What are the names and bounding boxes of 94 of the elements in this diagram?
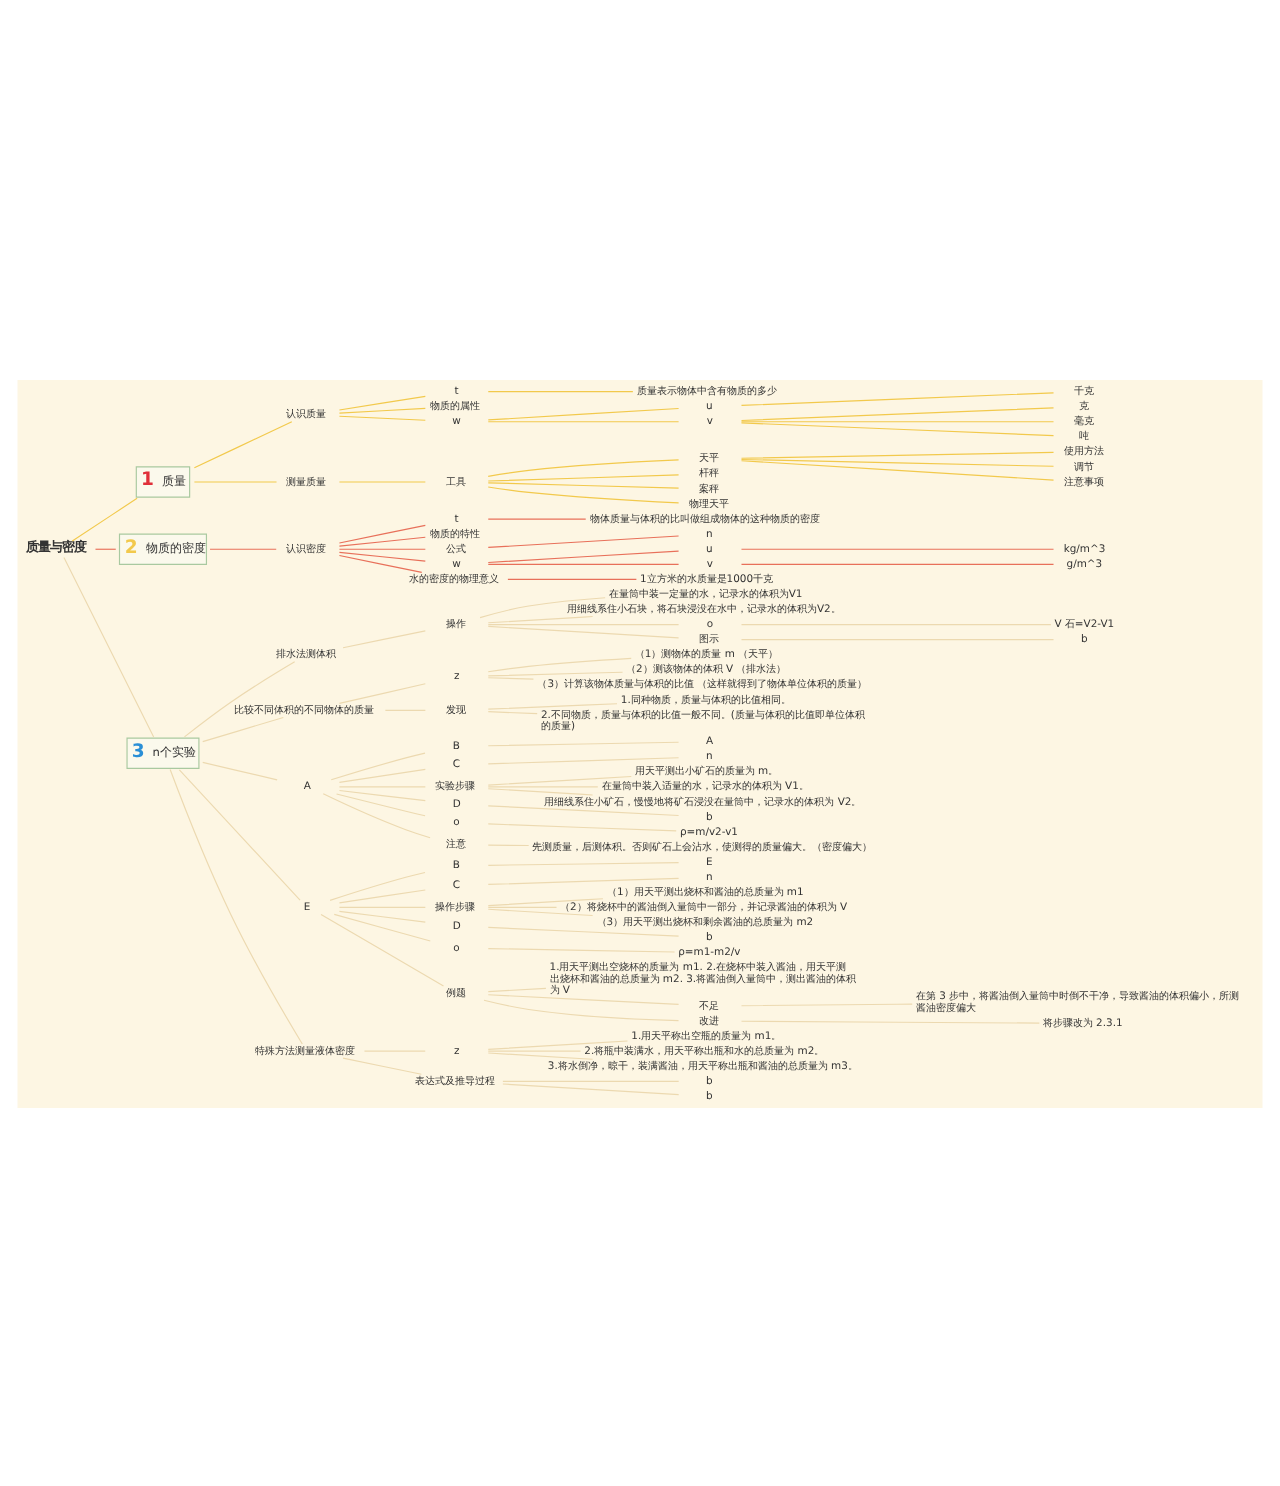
connector	[320, 912, 445, 986]
connector	[487, 473, 680, 481]
connector	[330, 751, 426, 780]
connector	[487, 614, 594, 623]
connector	[487, 861, 680, 865]
connector	[342, 1056, 422, 1074]
connector	[71, 496, 138, 541]
connector	[338, 547, 426, 549]
connector	[487, 986, 547, 992]
connector	[487, 406, 680, 420]
connector	[338, 480, 426, 482]
connector	[740, 457, 1055, 466]
connector	[487, 670, 624, 676]
connector	[487, 804, 680, 816]
connector	[338, 394, 426, 410]
connector	[322, 792, 431, 838]
connector	[487, 710, 538, 714]
connector	[338, 905, 426, 908]
connector	[740, 391, 1055, 406]
connector	[740, 1002, 913, 1006]
connector	[178, 768, 301, 900]
connector	[209, 547, 277, 549]
connector	[487, 517, 587, 519]
connector	[487, 562, 680, 564]
connector	[363, 1049, 426, 1051]
connector	[338, 406, 426, 413]
connector	[338, 550, 426, 561]
connector	[338, 909, 426, 922]
connector	[487, 756, 680, 764]
connector	[487, 623, 680, 625]
connector	[479, 596, 606, 618]
connector	[487, 774, 632, 785]
connector	[740, 547, 1055, 549]
connector	[487, 702, 618, 709]
connector	[338, 414, 426, 420]
connector	[487, 1049, 582, 1051]
connector	[487, 676, 534, 679]
connector	[338, 553, 423, 572]
connector	[487, 534, 680, 547]
connector	[740, 623, 1052, 625]
connector	[335, 792, 426, 816]
connector	[487, 925, 680, 936]
connector	[487, 907, 594, 916]
connector	[487, 947, 676, 952]
connector	[483, 998, 680, 1021]
connector	[202, 715, 284, 742]
connector	[487, 905, 558, 908]
connector	[342, 629, 426, 648]
connector	[338, 788, 426, 801]
connector	[329, 870, 426, 900]
connector	[487, 656, 632, 672]
connector	[338, 888, 426, 903]
connector	[338, 682, 426, 703]
connector	[487, 740, 680, 746]
connector	[333, 912, 431, 941]
connector	[740, 562, 1055, 564]
connector	[94, 547, 117, 549]
connector	[487, 1051, 594, 1059]
connector	[740, 1019, 1040, 1023]
connector	[487, 481, 680, 488]
connector	[740, 421, 1055, 436]
connector	[338, 785, 426, 787]
connector	[193, 480, 278, 482]
connector	[487, 993, 680, 1005]
connector	[487, 390, 634, 392]
connector	[487, 843, 530, 846]
connector	[487, 1039, 629, 1049]
connector	[487, 624, 680, 638]
connector	[384, 708, 426, 710]
connector	[487, 485, 680, 503]
connector	[63, 555, 155, 737]
connector	[338, 523, 426, 543]
connector	[338, 535, 426, 546]
connector	[740, 638, 1055, 640]
connector	[487, 549, 680, 563]
connector	[487, 787, 594, 795]
connector	[740, 420, 1055, 422]
connector	[740, 406, 1055, 421]
connector	[740, 450, 1055, 458]
connector	[487, 822, 677, 831]
connector	[183, 660, 296, 737]
connector	[507, 577, 637, 579]
connector	[202, 760, 278, 780]
connector	[502, 1079, 680, 1081]
connector	[169, 767, 303, 1044]
connector	[740, 459, 1055, 480]
connector	[487, 785, 599, 787]
connector	[487, 876, 680, 885]
connector	[338, 767, 426, 782]
connector	[487, 458, 680, 476]
connector	[487, 897, 604, 906]
connector	[193, 420, 293, 468]
connector	[502, 1082, 680, 1095]
connector	[487, 420, 680, 422]
